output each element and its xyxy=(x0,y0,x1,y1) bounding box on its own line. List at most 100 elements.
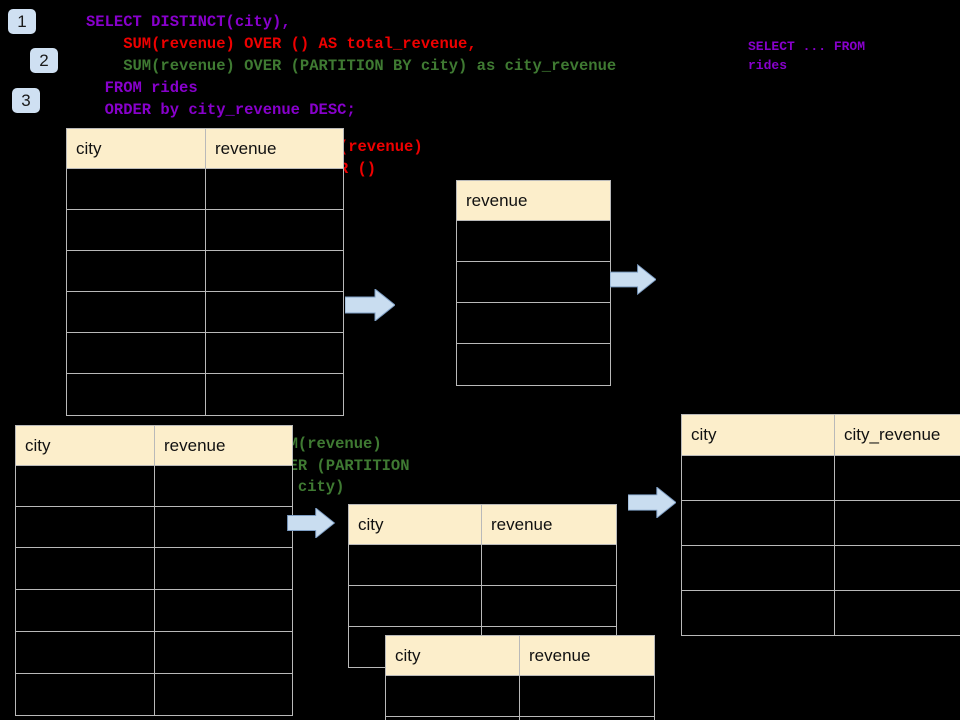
cell-city xyxy=(66,291,206,333)
column-header-revenue: revenue xyxy=(456,180,611,221)
cell-city xyxy=(66,332,206,374)
table-row xyxy=(385,675,655,717)
table-city-revenue-result: city city_revenue xyxy=(681,414,960,636)
table-header-row: city revenue xyxy=(385,635,655,676)
step-badge-3: 3 xyxy=(12,88,40,113)
table-header-row: revenue xyxy=(456,180,611,221)
table-row xyxy=(66,332,344,374)
sql-line-total-rev: SUM(revenue) OVER () AS total_revenue, xyxy=(86,35,477,53)
arrow-right-icon xyxy=(610,264,656,295)
step-badge-3-label: 3 xyxy=(21,91,31,110)
column-header-revenue: revenue xyxy=(154,425,293,466)
cell-city xyxy=(348,585,482,627)
cell-revenue xyxy=(205,373,344,416)
table-row xyxy=(456,220,611,262)
cell-city xyxy=(385,675,520,717)
step-badge-1-label: 1 xyxy=(17,12,27,31)
cell-revenue xyxy=(154,465,293,507)
sql-line-order-by: ORDER by city_revenue DESC; xyxy=(86,101,356,119)
table-row xyxy=(681,590,960,636)
table-row xyxy=(681,500,960,546)
table-partition-group-1: city revenue xyxy=(348,504,617,668)
table-partition-group-2: city revenue xyxy=(385,635,655,720)
cell-city xyxy=(66,168,206,210)
cell-revenue xyxy=(481,544,617,586)
table-header-row: city revenue xyxy=(348,504,617,545)
column-header-city: city xyxy=(15,425,155,466)
step-badge-1: 1 xyxy=(8,9,36,34)
table-row xyxy=(456,302,611,344)
table-row xyxy=(15,673,293,716)
column-header-city: city xyxy=(348,504,482,545)
arrow-right-icon xyxy=(345,289,395,321)
cell-revenue xyxy=(205,209,344,251)
table-header-row: city city_revenue xyxy=(681,414,960,456)
cell-revenue xyxy=(154,547,293,590)
table-row xyxy=(456,261,611,303)
cell-city-revenue xyxy=(834,545,960,591)
column-header-city: city xyxy=(681,414,835,456)
cell-revenue xyxy=(456,343,611,386)
step-badge-2-label: 2 xyxy=(39,51,49,70)
table-row xyxy=(348,544,617,586)
table-row xyxy=(66,168,344,210)
cell-city xyxy=(15,589,155,632)
cell-city xyxy=(681,545,835,591)
table-row xyxy=(66,209,344,251)
cell-city-revenue xyxy=(834,590,960,636)
table-header-row: city revenue xyxy=(15,425,293,466)
table-rides-source-top: city revenue xyxy=(66,128,344,416)
table-row xyxy=(66,373,344,416)
column-header-revenue: revenue xyxy=(519,635,655,676)
cell-revenue xyxy=(154,631,293,674)
table-row xyxy=(15,589,293,632)
sql-line-city-rev: SUM(revenue) OVER (PARTITION BY city) as… xyxy=(86,57,617,75)
table-row xyxy=(66,250,344,292)
cell-city xyxy=(15,631,155,674)
arrow-right-icon xyxy=(628,487,676,518)
table-total-revenue: revenue xyxy=(456,180,611,386)
cell-revenue xyxy=(456,261,611,303)
table-row xyxy=(681,455,960,501)
table-rides-source-bottom: city revenue xyxy=(15,425,293,716)
column-header-revenue: revenue xyxy=(205,128,344,169)
cell-city xyxy=(681,500,835,546)
cell-city xyxy=(15,673,155,716)
table-row xyxy=(15,465,293,507)
cell-revenue xyxy=(154,589,293,632)
table-row xyxy=(681,545,960,591)
annotation-select-from-rides: SELECT ... FROM rides xyxy=(748,39,866,73)
cell-revenue xyxy=(154,673,293,716)
cell-revenue xyxy=(205,168,344,210)
table-row xyxy=(348,585,617,627)
cell-city xyxy=(15,547,155,590)
column-header-city: city xyxy=(385,635,520,676)
cell-revenue xyxy=(456,302,611,344)
cell-city-revenue xyxy=(834,455,960,501)
table-row xyxy=(66,291,344,333)
column-header-city: city xyxy=(66,128,206,169)
arrow-right-icon xyxy=(287,508,336,538)
cell-revenue xyxy=(205,291,344,333)
cell-city-revenue xyxy=(834,500,960,546)
table-header-row: city revenue xyxy=(66,128,344,169)
table-row xyxy=(15,547,293,590)
cell-revenue xyxy=(154,506,293,548)
column-header-revenue: revenue xyxy=(481,504,617,545)
sql-line-from: FROM rides xyxy=(86,79,198,97)
cell-revenue xyxy=(481,585,617,627)
cell-city xyxy=(681,455,835,501)
cell-revenue xyxy=(519,716,655,720)
cell-city xyxy=(66,373,206,416)
step-badge-2: 2 xyxy=(30,48,58,73)
table-row xyxy=(456,343,611,386)
sql-line-select: SELECT DISTINCT(city), xyxy=(86,13,291,31)
cell-city xyxy=(15,465,155,507)
cell-city xyxy=(66,250,206,292)
column-header-city-revenue: city_revenue xyxy=(834,414,960,456)
cell-revenue xyxy=(205,250,344,292)
cell-revenue xyxy=(205,332,344,374)
cell-city xyxy=(15,506,155,548)
cell-revenue xyxy=(519,675,655,717)
